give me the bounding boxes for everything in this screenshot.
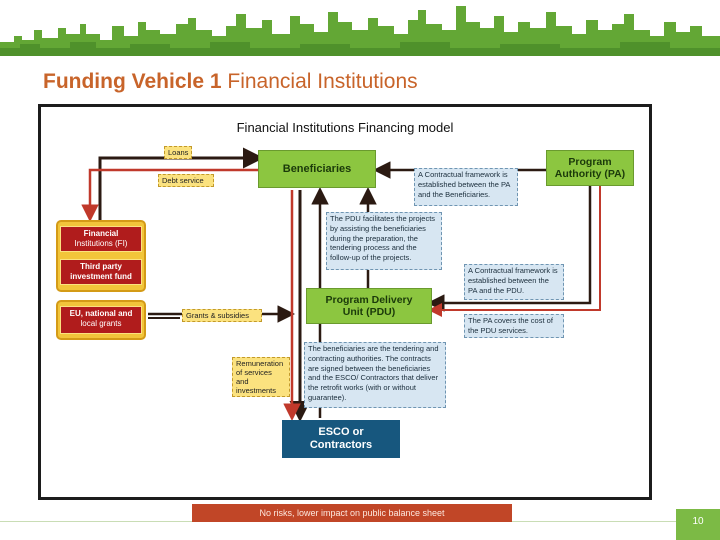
tpf-box: Third party investment fund [60,259,142,285]
tpf-line2: investment fund [70,271,132,281]
fi-box: Financial Institutions (FI) [60,226,142,252]
page-number: 10 [676,509,720,540]
pdu-box: Program Delivery Unit (PDU) [306,288,432,324]
eu-line1: EU, national and [69,309,133,318]
note-pa-pdu: A Contractual framework is established b… [464,264,564,300]
pa-box: Program Authority (PA) [546,150,634,186]
pdu-line1: Program Delivery [325,294,413,306]
esco-line1: ESCO or [318,425,364,438]
beneficiaries-box: Beneficiaries [258,150,376,188]
arrow-loans [98,147,264,221]
pa-line2: Authority (PA) [554,168,626,180]
pa-line1: Program [568,156,612,168]
slide-title-rest: Financial Institutions [227,70,418,93]
eu-line2: local grants [80,318,122,328]
footer-banner: No risks, lower impact on public balance… [192,504,512,522]
arrow-debt-service [81,168,258,222]
esco-box: ESCO or Contractors [282,420,400,458]
esco-line2: Contractors [309,439,373,451]
note-beneficiaries-tendering: The beneficiaries are the tendering and … [304,342,446,408]
label-grants: Grants & subsidies [182,309,262,322]
slide-title-bold: Funding Vehicle 1 [43,70,222,93]
note-pa-covers: The PA covers the cost of the PDU servic… [464,314,564,338]
diagram-title: Financial Institutions Financing model [236,120,454,135]
skyline-banner [0,6,720,56]
arrow-pa-pdu [427,186,592,312]
label-remuneration: Remuneration of services and investments [232,357,290,397]
eu-box: EU, national and local grants [60,306,142,334]
fi-line2: Institutions (FI) [74,238,128,248]
pdu-line2: Unit (PDU) [342,306,396,318]
arrow-pa-covers [428,186,601,317]
label-debt-service: Debt service [158,174,214,187]
tpf-line1: Third party [80,262,122,271]
slide-title: Funding Vehicle 1 Financial Institutions [43,70,418,94]
note-pdu-facilitates: The PDU facilitates the projects by assi… [326,212,442,270]
label-loans: Loans [164,146,193,159]
fi-line1: Financial [83,229,119,238]
note-pa-beneficiaries: A Contractual framework is established b… [414,168,518,206]
